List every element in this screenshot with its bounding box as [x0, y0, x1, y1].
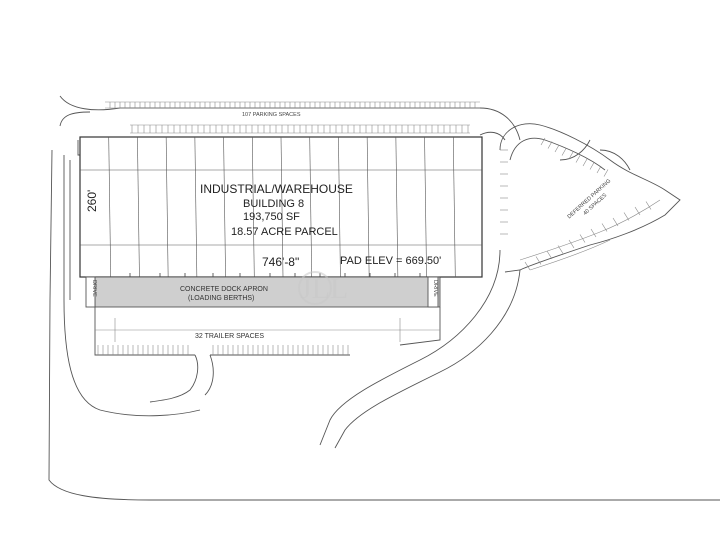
building-grid-line [395, 136, 399, 278]
parking-stall [561, 148, 567, 156]
parking-stall [568, 239, 575, 249]
parking-top-label: 107 PARKING SPACES [242, 112, 301, 118]
deferred-parking: DEFERRED PARKING 40 SPACES [499, 123, 681, 273]
building-grid-line [223, 136, 226, 278]
parking-stall [554, 144, 560, 153]
parking-stall [645, 201, 652, 210]
building-grid-line [424, 136, 427, 278]
building-grid-line [309, 136, 313, 278]
dock-apron-label-2: (LOADING BERTHS) [188, 295, 254, 302]
parking-stall [575, 155, 581, 163]
parking-stall [540, 137, 546, 146]
building-grid-line [452, 136, 456, 278]
watermark-logo-icon [298, 271, 332, 305]
parking-stall [623, 212, 630, 221]
building-depth-dim: 260' [85, 190, 99, 212]
right-drive [319, 249, 521, 449]
parking-stall [535, 256, 542, 265]
trailer-spaces-label: 32 TRAILER SPACES [195, 333, 264, 340]
building-grid-line [194, 136, 198, 278]
parking-stall [557, 245, 564, 254]
dock-apron: CONCRETE DOCK APRON (LOADING BERTHS) DRI… [85, 276, 441, 308]
drive-left-label: DRIVE [91, 280, 97, 297]
parking-stall [596, 165, 602, 174]
parking-stall [568, 151, 574, 160]
parking-stall [582, 158, 588, 167]
parking-stall [590, 228, 597, 238]
pad-elevation: PAD ELEV = 669.50' [340, 255, 441, 267]
building-8 [79, 136, 483, 279]
parking-stall [601, 223, 608, 232]
building-grid-line [338, 136, 341, 278]
parking-stall [547, 141, 553, 149]
top-parking: 107 PARKING SPACES [105, 101, 480, 134]
building-length-dim: 746'-8" [262, 255, 299, 269]
building-area: 193,750 SF [243, 211, 300, 223]
parking-stall [546, 250, 553, 260]
parking-stall [612, 217, 619, 227]
building-grid-line [108, 136, 112, 278]
jll-watermark: JLL [300, 272, 348, 305]
building-parcel: 18.57 ACRE PARCEL [231, 226, 338, 238]
parking-stall [603, 169, 609, 177]
building-grid-line [280, 136, 284, 278]
building-grid-line [165, 136, 169, 278]
truck-court: 32 TRAILER SPACES [94, 307, 441, 403]
building-title: INDUSTRIAL/WAREHOUSE [200, 182, 353, 196]
building-grid-line [137, 136, 140, 278]
building-name: BUILDING 8 [243, 198, 304, 210]
building-grid-line [366, 136, 370, 278]
parking-stall [634, 206, 641, 216]
dock-apron-label-1: CONCRETE DOCK APRON [180, 286, 268, 293]
building-grid-line [251, 136, 255, 278]
parking-stall [589, 162, 595, 170]
parking-stall [524, 261, 531, 271]
drive-right-label: DRIVE [432, 280, 438, 297]
parking-stall [579, 234, 586, 243]
